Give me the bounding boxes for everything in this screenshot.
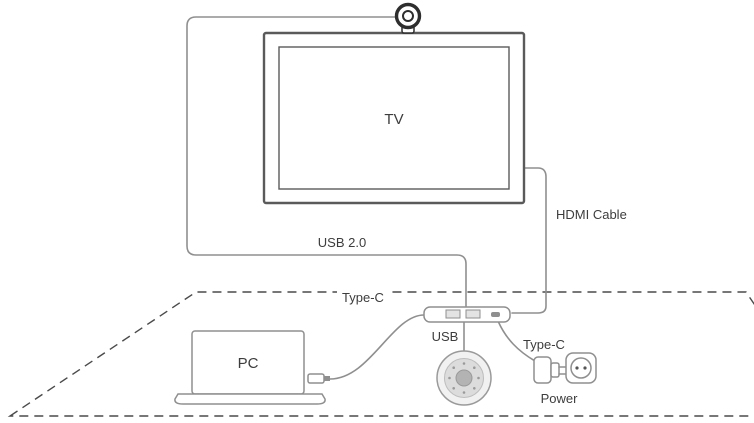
socket-round: [570, 357, 592, 379]
socket-hole-right: [583, 366, 587, 370]
hdmi-cable: [511, 167, 547, 314]
usb-speaker-label: USB: [432, 329, 459, 344]
hub-typec-port: [491, 312, 500, 317]
speakerphone-dot: [477, 376, 480, 380]
typec-pc-label: Type-C: [342, 290, 384, 305]
webcam: [394, 2, 422, 34]
socket-hole-left: [575, 366, 579, 370]
usb-cable: [186, 16, 467, 307]
hub-usb-port-2: [465, 309, 481, 319]
speakerphone-dot: [452, 387, 456, 390]
adapter-head: [550, 362, 560, 378]
adapter-prongs-icon: [558, 366, 567, 375]
power-label: Power: [541, 391, 579, 406]
speakerphone-dot: [473, 387, 476, 390]
speakerphone-dot: [462, 391, 466, 394]
wall-socket-icon: [565, 352, 597, 384]
adapter-body: [533, 356, 552, 384]
speakerphone-dot: [452, 366, 456, 370]
laptop-base: [174, 393, 326, 405]
hdmi-cable-label: HDMI Cable: [556, 207, 627, 222]
table-outline: [7, 291, 754, 417]
tv: TV: [262, 31, 526, 205]
speakerphone: [436, 350, 492, 406]
power-adapter: [533, 356, 567, 384]
usb-plug-icon: [307, 373, 330, 384]
usb-cable-label: USB 2.0: [318, 235, 366, 250]
laptop: PC: [174, 330, 326, 405]
hub-usb-port-1: [445, 309, 461, 319]
plug-tip: [324, 376, 330, 381]
typec-cable: [329, 314, 425, 380]
speakerphone-center: [455, 369, 473, 387]
webcam-lens-icon: [402, 10, 414, 22]
tv-label: TV: [384, 111, 403, 128]
speakerphone-dot: [462, 362, 466, 365]
power-cable: [497, 320, 536, 362]
tv-screen: [278, 46, 510, 190]
speakerphone-dot: [448, 376, 451, 380]
label-backing: [337, 290, 389, 304]
usb-hub: [423, 306, 511, 323]
typec-power-label: Type-C: [523, 337, 565, 352]
pc-label: PC: [238, 355, 259, 372]
speakerphone-dot: [473, 366, 476, 370]
plug-body: [307, 373, 325, 384]
